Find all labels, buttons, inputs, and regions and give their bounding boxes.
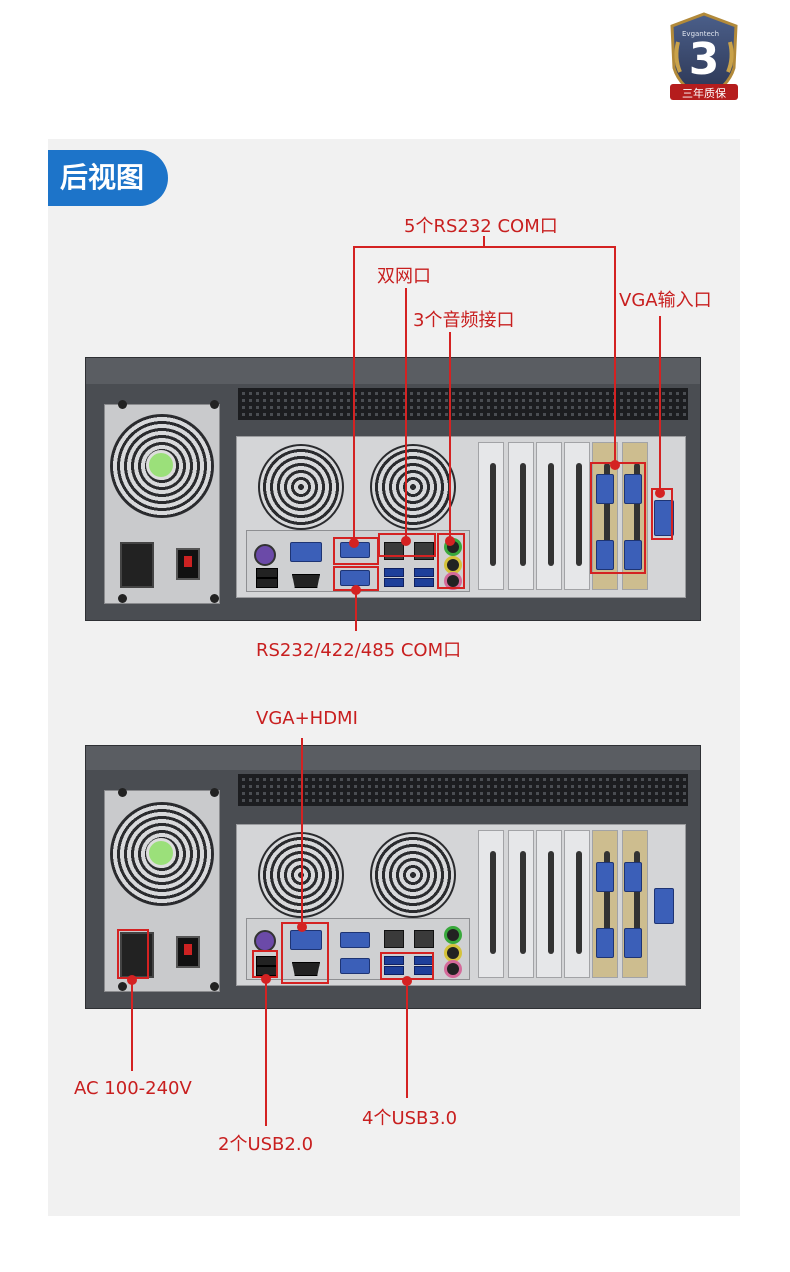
label-rs-multi: RS232/422/485 COM口	[256, 640, 462, 661]
badge-brand: Evgantech	[682, 30, 720, 38]
label-com5: 5个RS232 COM口	[404, 216, 558, 237]
chassis-rear-top	[85, 357, 701, 621]
section-title: 后视图	[48, 150, 168, 206]
shield-icon	[670, 12, 738, 100]
warranty-badge: Evgantech 3 三年质保	[666, 12, 742, 112]
label-ac: AC 100-240V	[74, 1078, 192, 1099]
badge-caption: 三年质保	[682, 87, 726, 100]
power-switch	[176, 548, 200, 580]
ac-socket	[120, 542, 154, 588]
badge-digit: 3	[688, 34, 720, 85]
system-fan-2	[370, 832, 456, 918]
label-vga-hdmi: VGA+HDMI	[256, 708, 358, 729]
chassis-rear-bottom	[85, 745, 701, 1009]
label-vga-in: VGA输入口	[619, 290, 712, 311]
label-usb3: 4个USB3.0	[362, 1108, 458, 1129]
power-switch	[176, 936, 200, 968]
label-usb2: 2个USB2.0	[218, 1134, 314, 1155]
label-audio: 3个音频接口	[413, 310, 515, 331]
system-fan-1	[258, 444, 344, 530]
system-fan-2	[370, 444, 456, 530]
label-dual-lan: 双网口	[377, 266, 431, 287]
